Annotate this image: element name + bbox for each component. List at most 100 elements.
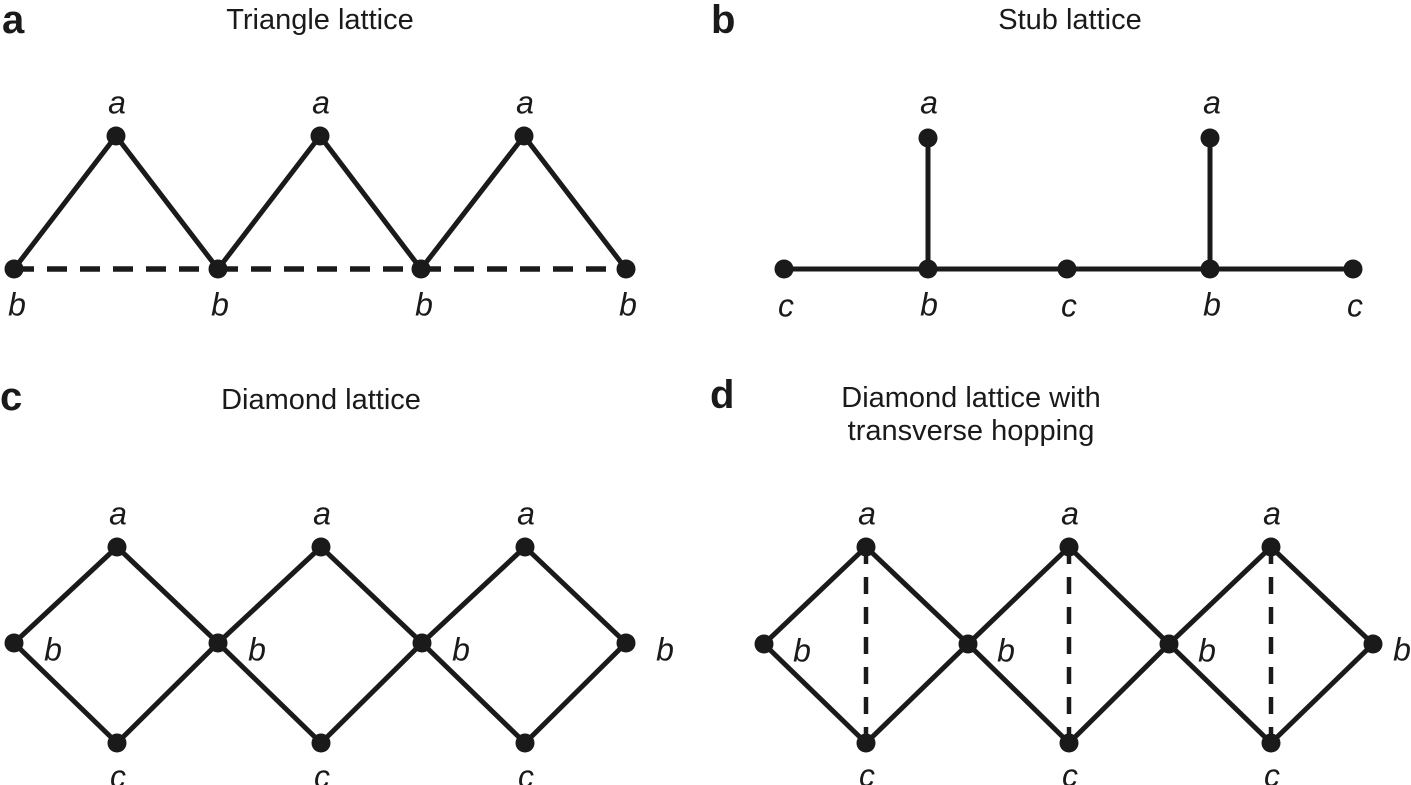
lattice-edge [114,134,220,271]
node-label-c2: c [1062,758,1078,785]
node-label-b4: b [656,632,674,668]
lattice-node-b1 [754,634,774,654]
lattice-node-a1 [918,128,938,148]
lattice-node-a3 [1261,537,1281,557]
lattice-edge [522,134,628,271]
lattice-node-a1 [107,537,127,557]
lattice-node-a3 [514,126,534,146]
node-label-b2: b [248,632,266,668]
node-label-c3: c [1264,758,1280,785]
lattice-edge [864,642,970,745]
lattice-node-b3 [411,259,431,279]
lattice-node-c2 [1057,259,1077,279]
node-label-a1: a [920,85,938,121]
lattice-edge [420,641,527,745]
node-label-a2: a [1203,85,1221,121]
lattice-node-b1 [4,633,24,653]
node-label-b1: b [920,287,938,323]
node-label-b3: b [452,632,470,668]
node-label-a3: a [516,85,534,121]
lattice-node-a2 [311,537,331,557]
panel-letter-b: b [711,0,735,42]
lattice-edge [12,134,118,271]
lattice-edge [762,545,868,646]
node-label-c3: c [1347,288,1363,324]
lattice-node-a1 [106,126,126,146]
lattice-edge [318,134,423,271]
lattice-node-b4 [616,633,636,653]
node-label-a3: a [1263,496,1281,532]
lattice-edge [115,545,220,645]
lattice-node-a1 [856,537,876,557]
lattice-node-a2 [310,126,330,146]
node-label-b2: b [211,287,229,323]
lattice-node-b4 [616,259,636,279]
lattice-node-c3 [1343,259,1363,279]
lattice-node-a2 [1200,128,1220,148]
lattice-edge [319,545,424,645]
panel-a: a a a b b b b Triangle lattice a [2,0,637,323]
lattice-node-b2 [958,634,978,654]
node-label-b2: b [1203,287,1221,323]
node-label-a1: a [109,496,127,532]
node-label-b4: b [1393,632,1411,668]
node-label-b1: b [44,632,62,668]
lattice-edge [966,545,1071,646]
panel-letter-c: c [0,375,22,419]
lattice-edge [12,545,119,645]
panel-letter-d: d [710,373,734,417]
node-label-a3: a [517,496,535,532]
node-label-b2: b [997,633,1015,669]
lattice-node-b2 [208,259,228,279]
node-label-c1: c [110,759,126,785]
panel-a-title-line-1: Triangle lattice [226,4,414,36]
panel-d-title-line-2: transverse hopping [848,415,1095,447]
lattice-node-a2 [1059,537,1079,557]
lattice-node-c2 [1059,733,1079,753]
node-label-b1: b [793,633,811,669]
lattice-edge [864,545,970,646]
panel-letter-a: a [2,0,25,42]
lattice-node-c1 [107,733,127,753]
lattice-node-b1 [4,259,24,279]
lattice-node-c3 [1261,733,1281,753]
node-label-c1: c [778,288,794,324]
lattice-node-a3 [515,537,535,557]
node-label-b1: b [8,287,26,323]
lattice-node-b2 [1200,259,1220,279]
node-label-a2: a [312,85,330,121]
lattice-node-b3 [412,633,432,653]
node-label-c3: c [518,759,534,785]
lattice-edge [523,641,628,745]
node-label-b4: b [619,287,637,323]
panel-b: a a c b c b c Stub lattice b [711,0,1363,324]
lattice-edge [319,641,424,745]
lattice-edge [523,545,628,645]
node-label-a1: a [108,85,126,121]
node-label-b3: b [415,287,433,323]
lattice-edge [115,641,220,745]
node-label-c2: c [1061,288,1077,324]
lattice-edge [216,545,323,645]
lattice-node-b3 [1159,634,1179,654]
lattice-edge [216,134,322,271]
lattice-edge [1067,545,1171,646]
lattice-edge [216,641,323,745]
panel-b-title-line-1: Stub lattice [998,4,1141,36]
node-label-c1: c [859,758,875,785]
lattice-edge [1269,545,1375,646]
node-label-c2: c [314,759,330,785]
lattice-edge [1269,642,1375,745]
lattice-edge [420,545,527,645]
lattice-edge [966,642,1071,745]
lattice-node-c3 [515,733,535,753]
lattice-node-c2 [311,733,331,753]
node-label-a2: a [1061,496,1079,532]
lattice-edge [1067,642,1171,745]
node-label-a1: a [858,496,876,532]
lattice-edge [762,642,868,745]
